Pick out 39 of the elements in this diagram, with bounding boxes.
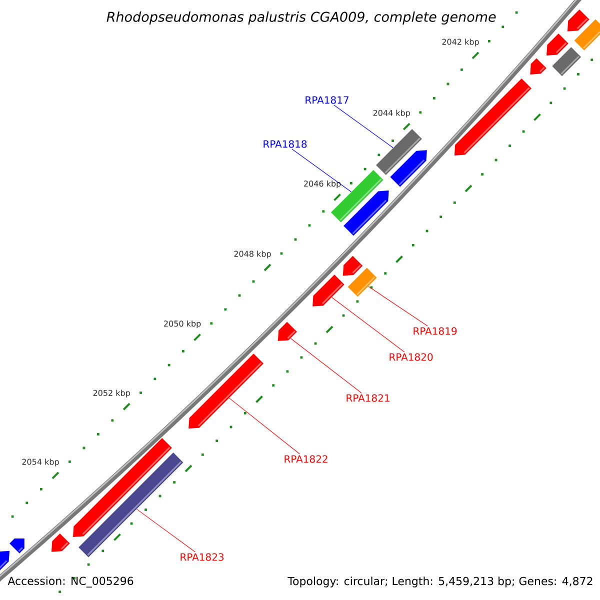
tick-label: 2052 kbp [93,390,130,398]
footer-text: Accession: NC_005296 [8,576,134,588]
gene-feature [188,354,264,429]
gene-feature [454,78,532,156]
gene-feature [344,190,389,236]
gene-feature [312,274,344,306]
gene-feature [546,34,568,56]
gene-label: RPA1817 [306,96,348,104]
leader-line [290,338,362,394]
tick-label: 2054 kbp [22,458,59,466]
leader-line [331,297,405,352]
footer-text: Topology: circular; Length: 5,459,213 bp; Genes: 4,872 [288,576,592,588]
gene-block [552,47,582,76]
leader-line [292,148,352,192]
gene-block [348,268,377,297]
tick-label: 2044 kbp [373,110,410,118]
gene-feature [278,322,297,341]
gene-feature [567,9,590,32]
gene-feature [390,150,427,187]
gene-label: RPA1818 [264,140,307,148]
gene-feature [10,538,24,554]
tick-label: 2046 kbp [304,180,341,188]
leader-line [228,398,300,454]
gene-label: RPA1822 [284,455,328,463]
gene-label: RPA1820 [390,353,433,361]
leader-line [334,104,394,148]
gene-block [574,19,600,50]
gene-feature [530,58,546,74]
tick-label: 2048 kbp [234,250,271,258]
tick-label: 2042 kbp [442,38,479,46]
tick-label: 2050 kbp [164,320,201,328]
title: Rhodopseudomonas palustris CGA009, complete genome [106,11,496,25]
gene-feature [51,534,70,552]
gene-label: RPA1823 [180,553,224,561]
gene-label: RPA1821 [346,394,390,402]
leader-line [136,508,196,552]
gene-feature [342,256,363,276]
gene-label: RPA1819 [414,327,457,335]
leader-line [368,286,428,326]
